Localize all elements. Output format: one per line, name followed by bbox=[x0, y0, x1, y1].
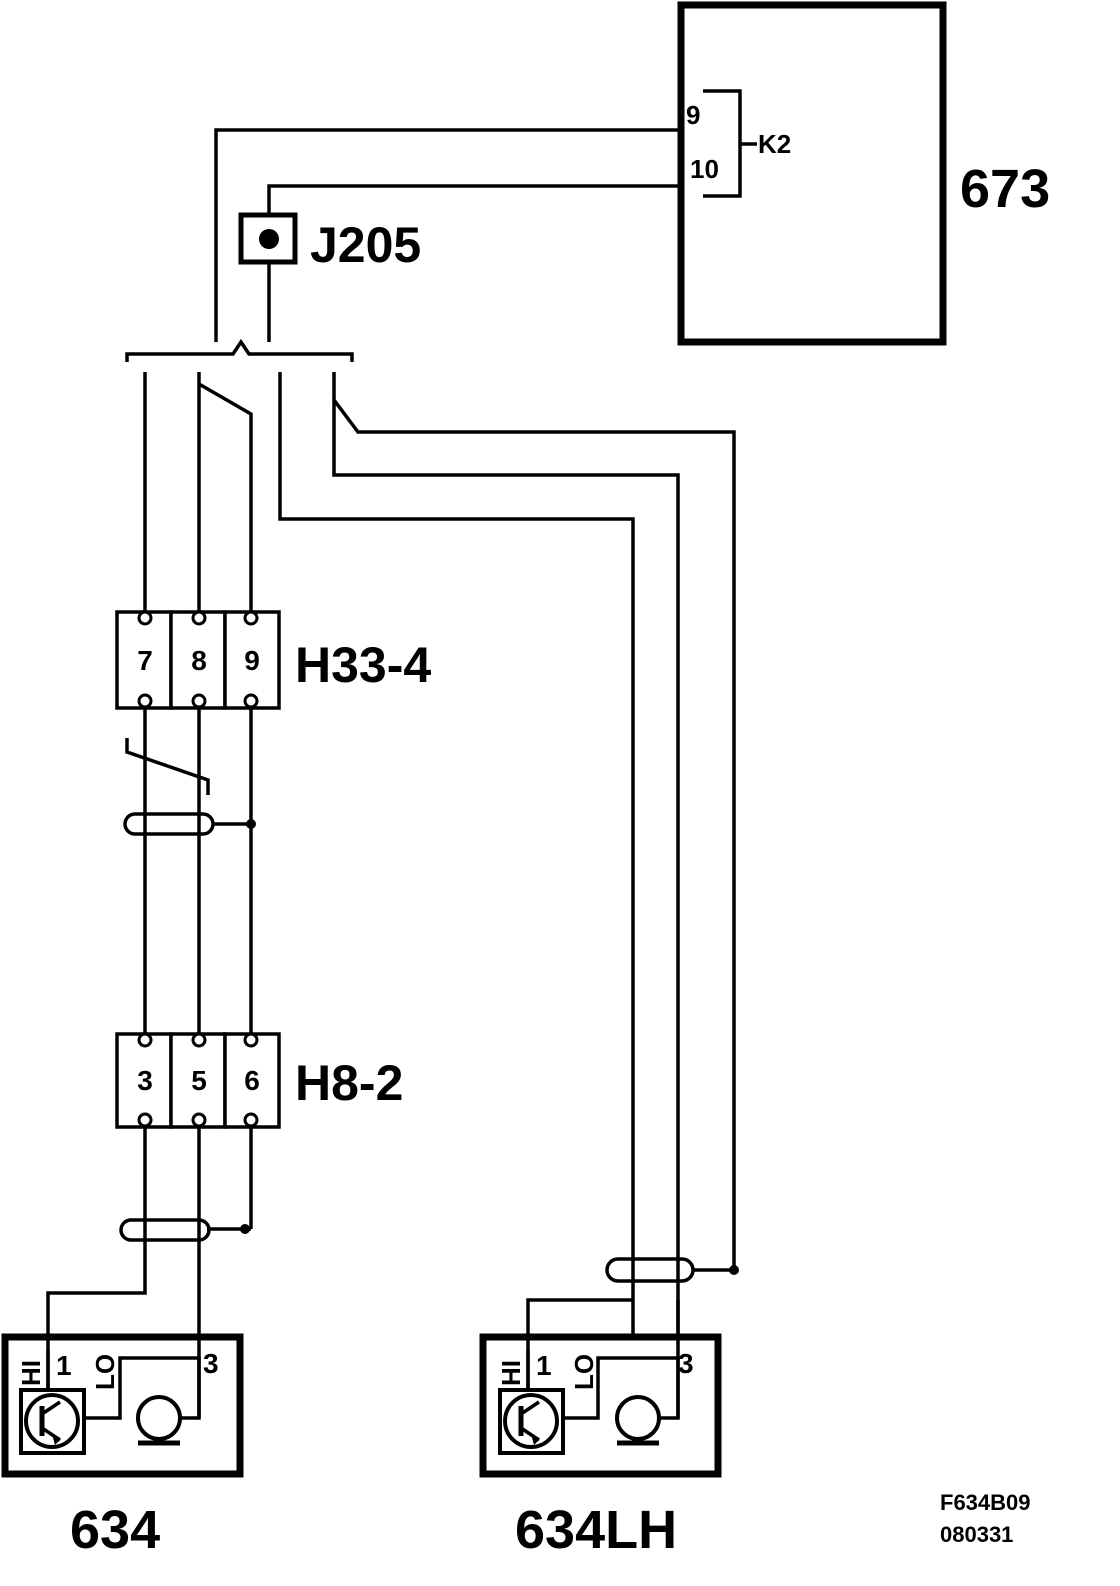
harness-wires bbox=[143, 372, 736, 1340]
junction-dot bbox=[259, 229, 279, 249]
h8-2-label: H8-2 bbox=[295, 1055, 403, 1111]
h8-pin-3: 3 bbox=[137, 1065, 153, 1096]
sensor-634-lo: LO bbox=[90, 1354, 120, 1390]
sensor-634lh-lo: LO bbox=[569, 1354, 599, 1390]
figure-code-text: F634B09 bbox=[940, 1490, 1031, 1515]
sensor-634: HI 1 LO 3 634 bbox=[1, 1333, 244, 1560]
sensor-634lh: HI 1 LO 3 634LH bbox=[479, 1333, 722, 1560]
h8-pin-5: 5 bbox=[191, 1065, 207, 1096]
sensor-634-label: 634 bbox=[70, 1500, 160, 1560]
h8-pin-6: 6 bbox=[244, 1065, 260, 1096]
shield-sleeve-upper bbox=[123, 812, 215, 836]
connector-h33-4: 7 8 9 H33-4 bbox=[115, 610, 431, 710]
h33-pin-8: 8 bbox=[191, 645, 207, 676]
junction-label: J205 bbox=[310, 217, 421, 273]
control-module-673: 9 10 K2 673 bbox=[677, 1, 1050, 346]
sensor-634lh-pin-1: 1 bbox=[536, 1350, 552, 1381]
figure-code: F634B09 080331 bbox=[940, 1490, 1031, 1547]
mid-wires bbox=[123, 707, 256, 1034]
connector-k2-label: K2 bbox=[758, 129, 791, 159]
sensor-634lh-label: 634LH bbox=[515, 1500, 677, 1560]
shield-sleeve-lower-left bbox=[119, 1218, 211, 1242]
module-wires bbox=[214, 128, 681, 342]
figure-date-text: 080331 bbox=[940, 1522, 1013, 1547]
harness-bracket bbox=[125, 338, 354, 362]
sensor-634-hi: HI bbox=[16, 1360, 46, 1386]
h33-4-label: H33-4 bbox=[295, 637, 431, 693]
pin-9-label: 9 bbox=[686, 100, 700, 130]
pin-10-label: 10 bbox=[690, 154, 719, 184]
h33-pin-7: 7 bbox=[137, 645, 153, 676]
lower-wires-left bbox=[46, 1126, 253, 1418]
h33-pin-9: 9 bbox=[244, 645, 260, 676]
shield-sleeve-lower-right bbox=[605, 1257, 695, 1283]
sensor-634-pin-1: 1 bbox=[56, 1350, 72, 1381]
connector-h8-2: 3 5 6 H8-2 bbox=[115, 1032, 403, 1129]
sensor-634-pin-3: 3 bbox=[203, 1348, 219, 1379]
sensor-634lh-pin-3: 3 bbox=[678, 1348, 694, 1379]
junction-j205: J205 bbox=[238, 212, 421, 273]
sensor-634lh-hi: HI bbox=[496, 1360, 526, 1386]
module-673-label: 673 bbox=[960, 159, 1050, 219]
